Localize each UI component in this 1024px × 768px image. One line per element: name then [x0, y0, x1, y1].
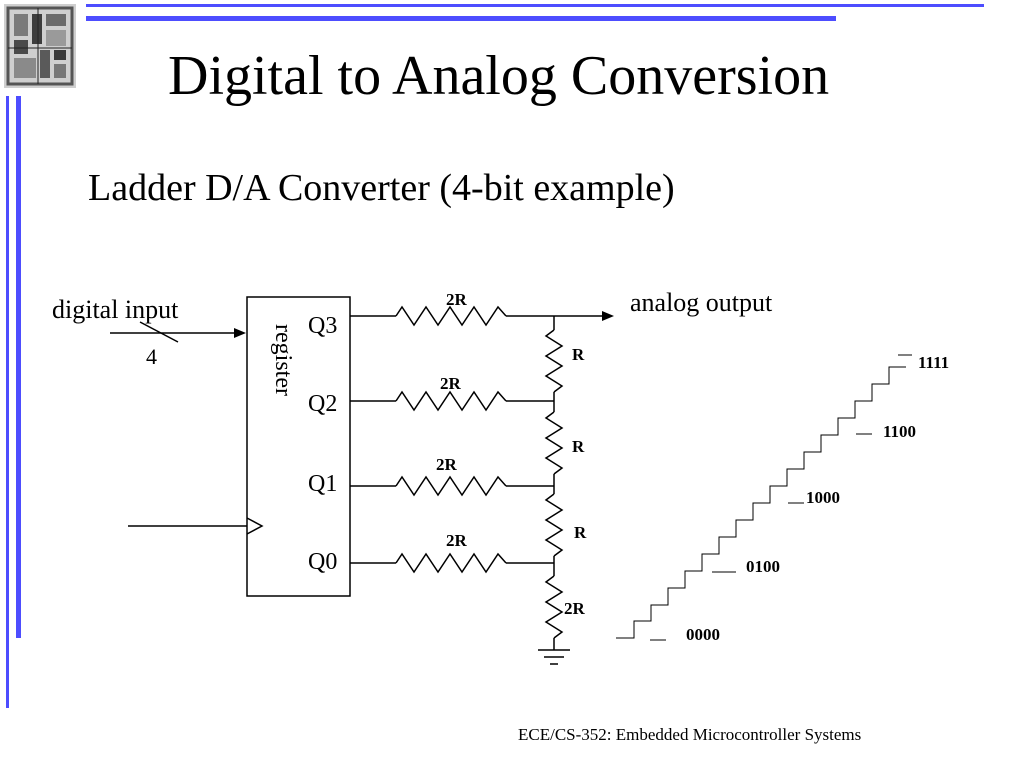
ladder-resistor-1-label: R — [572, 345, 585, 364]
ladder-resistor-3-r — [544, 493, 564, 557]
ladder-resistor-2-label: R — [572, 437, 585, 456]
resistor-q1-label: 2R — [436, 455, 458, 474]
output-arrowhead — [602, 311, 614, 321]
resistor-q0-2r — [395, 552, 507, 574]
ladder-resistor-4-label: 2R — [564, 599, 586, 618]
analog-output-label: analog output — [630, 288, 773, 317]
output-q2-label: Q2 — [308, 391, 337, 417]
bus-slash — [139, 321, 179, 343]
resistor-q1-2r — [395, 475, 507, 497]
ladder-resistor-4-2r — [544, 575, 564, 639]
resistor-q3-label: 2R — [446, 290, 468, 309]
bus-width-label: 4 — [146, 344, 157, 369]
ladder-resistor-1-r — [544, 329, 564, 393]
code-0100-label: 0100 — [746, 557, 780, 576]
digital-input-label: digital input — [52, 295, 179, 324]
clock-triangle-icon — [246, 517, 264, 535]
slide-footer: ECE/CS-352: Embedded Microcontroller Sys… — [518, 725, 862, 744]
left-accent-bar-thin — [6, 96, 9, 708]
ladder-resistor-3-label: R — [574, 523, 587, 542]
code-1100-label: 1100 — [883, 422, 916, 441]
left-accent-bar — [16, 96, 21, 638]
register-block — [246, 296, 351, 597]
resistor-q2-2r — [395, 390, 507, 412]
resistor-q3-2r — [395, 305, 507, 327]
output-q1-label: Q1 — [308, 471, 337, 497]
chip-die-photo-icon — [4, 4, 76, 88]
output-q0-label: Q0 — [308, 549, 337, 575]
top-accent-bar-thin — [86, 4, 984, 7]
staircase-waveform — [616, 366, 906, 639]
output-q3-label: Q3 — [308, 313, 337, 339]
ladder-resistor-2-r — [544, 411, 564, 475]
code-1111-label: 1111 — [918, 353, 949, 372]
register-label: register — [270, 324, 296, 396]
slide-title: Digital to Analog Conversion — [168, 45, 830, 107]
code-0000-label: 0000 — [686, 625, 720, 644]
code-1000-label: 1000 — [806, 488, 840, 507]
input-arrowhead — [234, 328, 246, 338]
ground-icon — [538, 649, 570, 665]
resistor-q2-label: 2R — [440, 374, 462, 393]
resistor-q0-label: 2R — [446, 531, 468, 550]
slide-subtitle: Ladder D/A Converter (4-bit example) — [88, 167, 675, 209]
top-accent-bar — [86, 16, 836, 21]
